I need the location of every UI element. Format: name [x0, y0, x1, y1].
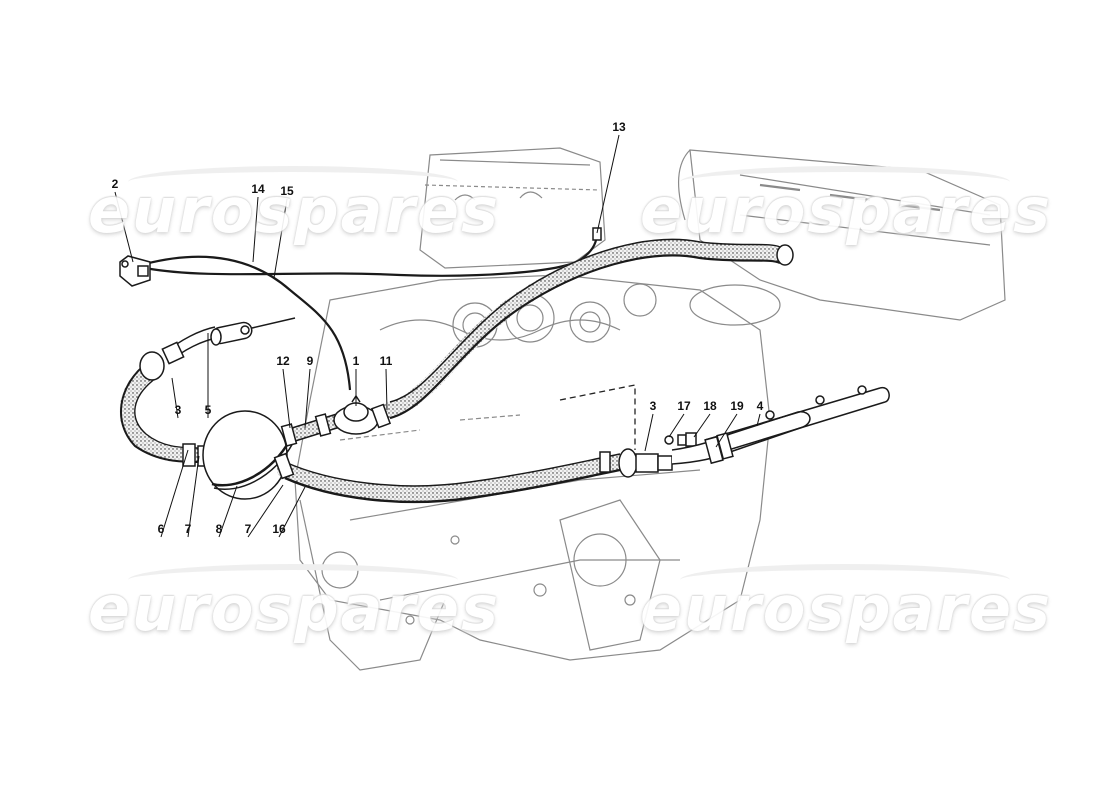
pipe-4	[671, 385, 890, 465]
callout-3: 3	[174, 403, 182, 417]
callout-17: 17	[677, 399, 691, 413]
clip-2	[119, 255, 151, 287]
leader-line-12	[282, 368, 291, 429]
callout-12: 12	[276, 354, 290, 368]
callout-18: 18	[703, 399, 717, 413]
leader-line-19	[715, 413, 738, 448]
callout-14: 14	[251, 182, 265, 196]
hose-system	[119, 227, 890, 504]
vacuum-canister-8	[202, 410, 294, 500]
leader-line-14	[252, 196, 259, 263]
leader-line-13	[596, 134, 620, 234]
leader-line-6	[160, 449, 189, 538]
callout-9: 9	[306, 354, 314, 368]
callout-2: 2	[111, 177, 119, 191]
callout-11: 11	[379, 354, 393, 368]
callout-6: 6	[157, 522, 165, 536]
callout-7: 7	[244, 522, 252, 536]
leader-line-18	[693, 413, 711, 438]
clamp-12	[280, 423, 298, 447]
coupling-3-left	[139, 341, 185, 381]
coupling-3-right	[618, 448, 673, 478]
leader-line-16	[278, 486, 306, 538]
clamp-6	[182, 443, 196, 467]
leader-line-15	[273, 198, 288, 279]
leader-line-2	[114, 191, 134, 263]
wire-15	[144, 231, 599, 277]
callout-5: 5	[204, 403, 212, 417]
callout-7: 7	[184, 522, 192, 536]
leader-line-4	[756, 413, 761, 427]
wire-14	[144, 255, 352, 391]
leader-line-17	[668, 413, 685, 438]
clamp-7b	[273, 452, 295, 480]
air-filter-box	[689, 149, 1006, 321]
callout-3: 3	[649, 399, 657, 413]
callout-19: 19	[730, 399, 744, 413]
hose-main-upper	[382, 239, 788, 418]
leader-line-9	[304, 368, 311, 429]
callout-15: 15	[280, 184, 294, 198]
leader-line-8	[218, 485, 238, 538]
pipe-5	[210, 317, 296, 346]
washer-17	[664, 435, 674, 445]
leader-line-3	[644, 413, 654, 452]
callout-4: 4	[756, 399, 764, 413]
leader-line-7	[187, 455, 200, 538]
hose-left-loop	[119, 362, 208, 463]
leader-line-7	[247, 484, 284, 538]
callout-16: 16	[272, 522, 286, 536]
hose-clamp	[776, 244, 794, 266]
leader-line-11	[385, 368, 388, 411]
callout-13: 13	[612, 120, 626, 134]
leader-line-3	[171, 377, 179, 419]
leader-lines	[114, 134, 761, 538]
valve-1	[333, 394, 392, 435]
hose-9	[289, 413, 343, 442]
callout-8: 8	[215, 522, 223, 536]
hose-16-lower	[277, 454, 628, 502]
clamp-11	[370, 403, 392, 429]
connector-13	[592, 227, 602, 241]
fitting-18	[677, 432, 697, 447]
callout-1: 1	[352, 354, 360, 368]
